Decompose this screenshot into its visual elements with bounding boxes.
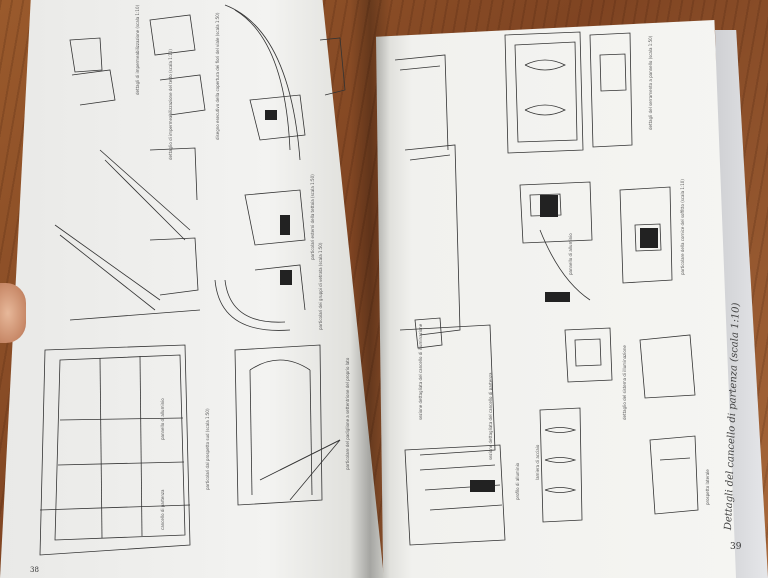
left-caption-6: particolari dal prospetto sud (scala 1:5… <box>205 408 210 490</box>
right-caption-8: lamiera di acciaio <box>535 444 540 480</box>
left-page-number: 38 <box>30 566 39 574</box>
right-caption-4: sezione dettagliata del cancello di illu… <box>418 323 423 420</box>
right-caption-1: dettagli del serramento a pannello (scal… <box>648 35 653 130</box>
right-caption-5: dettaglio del sistema di illuminazione <box>622 345 627 420</box>
left-caption-4: particolari esterni della tettoia (scala… <box>310 174 315 260</box>
left-caption-9: particolare del padiglione a settentrion… <box>345 357 350 470</box>
right-caption-9: prospetto laterale <box>705 469 710 505</box>
left-caption-1: dettagli di impermeabilizzazione (scala … <box>135 4 140 95</box>
left-roof-sections <box>54 147 306 331</box>
right-lower-details <box>539 327 699 523</box>
right-long-section <box>394 54 506 546</box>
left-caption-3: disegno esecutivo della copertura dei fi… <box>215 12 220 140</box>
right-caption-7: profilo di alluminio <box>515 462 520 500</box>
left-caption-7: cancello di partenza <box>160 489 165 530</box>
left-caption-5: particolari dei gruppi di vetrata (scala… <box>318 242 323 331</box>
right-cabinet-details <box>504 31 673 301</box>
book-gutter <box>350 0 390 578</box>
left-elevation-frame <box>39 344 341 556</box>
right-caption-2: pannello di alluminio <box>568 233 573 275</box>
left-caption-8: pannello di alluminio <box>160 398 165 440</box>
holding-thumb <box>0 283 26 343</box>
right-page-number: 39 <box>730 542 742 552</box>
left-page <box>0 0 384 578</box>
left-detail-top <box>69 4 346 161</box>
right-caption-6: sezione dettagliata del cancello di part… <box>488 372 493 460</box>
left-caption-2: dettaglio di impermeabilizzazione del te… <box>168 49 173 160</box>
right-caption-3: particolare della cornice del soffitto (… <box>680 179 685 275</box>
